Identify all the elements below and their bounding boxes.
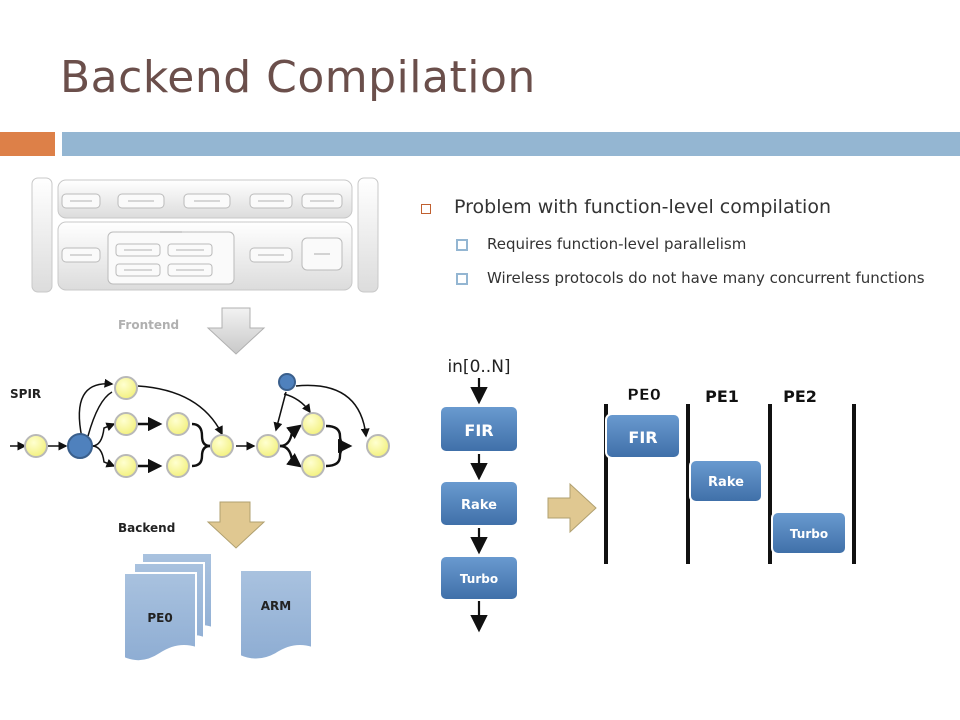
seq-block-fir: FIR xyxy=(439,405,519,453)
input-label: in[0..N] xyxy=(447,357,510,377)
spir-node xyxy=(301,412,325,436)
pe0-document-stack xyxy=(123,552,213,663)
pe0-label: PE0 xyxy=(627,385,661,404)
spir-node xyxy=(166,454,190,478)
spir-graph xyxy=(10,378,370,474)
pe1-block-rake-label: Rake xyxy=(708,475,744,490)
spir-node xyxy=(166,412,190,436)
source-code-thumbnail xyxy=(31,177,379,293)
spir-node xyxy=(210,434,234,458)
pe0-block-fir-label: FIR xyxy=(628,428,657,447)
backend-label: Backend xyxy=(118,521,175,535)
pe2-label: PE2 xyxy=(783,387,817,406)
main-bullet: Problem with function-level compilation xyxy=(418,196,938,218)
bullet-list: Problem with function-level compilation … xyxy=(418,196,938,300)
arm-document xyxy=(239,569,313,661)
spir-node xyxy=(366,434,390,458)
backend-arrow xyxy=(206,501,266,549)
seq-block-turbo: Turbo xyxy=(439,555,519,601)
frontend-arrow xyxy=(206,307,266,355)
seq-block-turbo-label: Turbo xyxy=(460,572,498,586)
pe2-block-turbo-label: Turbo xyxy=(790,527,828,541)
sub-bullet: Wireless protocols do not have many conc… xyxy=(418,266,938,290)
pe2-block-turbo: Turbo xyxy=(771,511,847,555)
frontend-label: Frontend xyxy=(118,318,179,332)
pe1-label: PE1 xyxy=(705,387,739,406)
seq-block-fir-label: FIR xyxy=(464,421,493,440)
pe0-document-label: PE0 xyxy=(147,611,172,625)
transform-arrow xyxy=(547,482,597,534)
slide-title: Backend Compilation xyxy=(60,52,536,103)
pe1-block-rake: Rake xyxy=(689,459,763,503)
spir-split-node xyxy=(67,433,93,459)
title-accent-bar-blue xyxy=(62,132,960,156)
spir-node xyxy=(301,454,325,478)
spir-node xyxy=(24,434,48,458)
spir-label: SPIR xyxy=(10,387,41,401)
sub-bullet: Requires function-level parallelism xyxy=(418,232,938,256)
seq-block-rake-label: Rake xyxy=(461,498,497,513)
main-bullet-text: Problem with function-level compilation xyxy=(454,196,831,218)
sub-bullet-square-icon xyxy=(456,239,468,251)
spir-nodes xyxy=(24,373,390,478)
spir-node xyxy=(114,376,138,400)
sub-bullet-text: Requires function-level parallelism xyxy=(487,235,747,253)
title-accent-bar-orange xyxy=(0,132,55,156)
pe0-block-fir: FIR xyxy=(605,413,681,459)
spir-node xyxy=(114,454,138,478)
spir-node xyxy=(256,434,280,458)
sub-bullet-square-icon xyxy=(456,273,468,285)
seq-block-rake: Rake xyxy=(439,480,519,527)
sub-bullet-text: Wireless protocols do not have many conc… xyxy=(487,269,925,287)
spir-node xyxy=(114,412,138,436)
bullet-square-icon xyxy=(421,204,431,214)
arm-document-label: ARM xyxy=(261,599,291,613)
spir-split-node xyxy=(278,373,296,391)
